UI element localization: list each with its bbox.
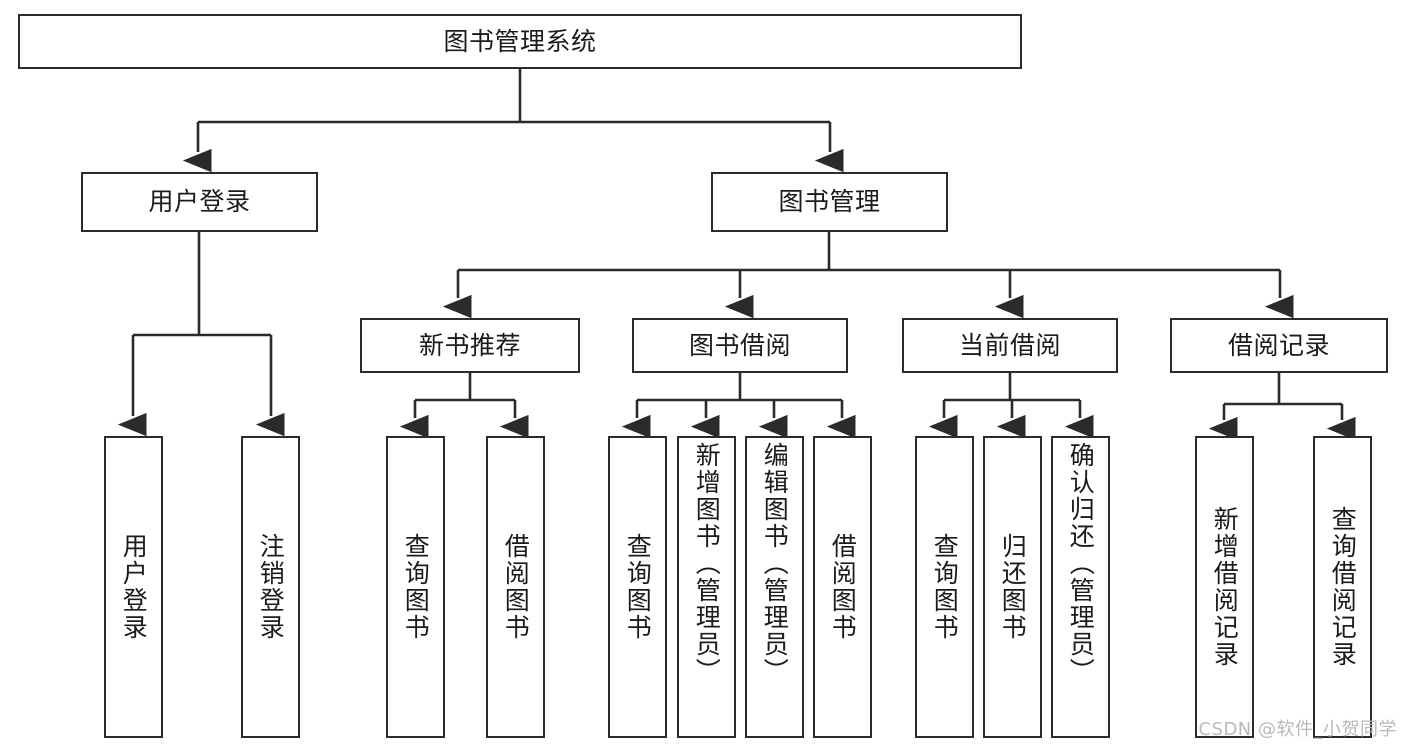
node-label-book-management: 图书管理 — [778, 187, 881, 217]
node-root[interactable]: 图书管理系统 — [18, 14, 1022, 69]
node-label-book-borrow: 图书借阅 — [688, 330, 791, 360]
node-borrow-records[interactable]: 借阅记录 — [1170, 318, 1388, 373]
node-label-root: 图书管理系统 — [443, 26, 597, 56]
node-user-login[interactable]: 用户登录 — [81, 172, 318, 232]
node-label-leaf-add-book: 新增图书（管理员） — [692, 442, 722, 685]
node-leaf-query-book-recommend[interactable]: 查询图书 — [386, 436, 445, 738]
node-label-leaf-return-book: 归还图书 — [998, 533, 1028, 641]
node-label-leaf-query-book-current: 查询图书 — [930, 533, 960, 641]
node-leaf-add-borrow-record[interactable]: 新增借阅记录 — [1195, 436, 1254, 738]
node-new-book-recommend[interactable]: 新书推荐 — [360, 318, 580, 373]
node-leaf-user-login[interactable]: 用户登录 — [104, 436, 163, 738]
node-leaf-query-book-borrow[interactable]: 查询图书 — [608, 436, 667, 738]
node-label-user-login: 用户登录 — [148, 187, 251, 217]
node-leaf-query-borrow-record[interactable]: 查询借阅记录 — [1313, 436, 1372, 738]
node-label-leaf-add-borrow-record: 新增借阅记录 — [1210, 506, 1240, 668]
node-label-leaf-user-login: 用户登录 — [119, 533, 149, 641]
node-label-borrow-records: 借阅记录 — [1227, 330, 1330, 360]
node-leaf-add-book[interactable]: 新增图书（管理员） — [677, 436, 736, 738]
node-label-current-borrow: 当前借阅 — [958, 330, 1061, 360]
node-label-leaf-confirm-return: 确认归还（管理员） — [1066, 442, 1096, 685]
node-leaf-confirm-return[interactable]: 确认归还（管理员） — [1051, 436, 1110, 738]
node-leaf-edit-book[interactable]: 编辑图书（管理员） — [745, 436, 804, 738]
node-leaf-return-book[interactable]: 归还图书 — [983, 436, 1042, 738]
node-label-new-book-recommend: 新书推荐 — [418, 330, 521, 360]
node-leaf-logout-login[interactable]: 注销登录 — [241, 436, 300, 738]
node-current-borrow[interactable]: 当前借阅 — [902, 318, 1118, 373]
node-book-borrow[interactable]: 图书借阅 — [632, 318, 848, 373]
node-label-leaf-query-book-recommend: 查询图书 — [401, 533, 431, 641]
node-label-leaf-query-book-borrow: 查询图书 — [623, 533, 653, 641]
node-leaf-query-book-current[interactable]: 查询图书 — [915, 436, 974, 738]
node-book-management[interactable]: 图书管理 — [711, 172, 948, 232]
node-label-leaf-query-borrow-record: 查询借阅记录 — [1328, 506, 1358, 668]
node-label-leaf-edit-book: 编辑图书（管理员） — [760, 442, 790, 685]
node-label-leaf-borrow-book-recommend: 借阅图书 — [501, 533, 531, 641]
node-leaf-borrow-book[interactable]: 借阅图书 — [813, 436, 872, 738]
node-leaf-borrow-book-recommend[interactable]: 借阅图书 — [486, 436, 545, 738]
node-label-leaf-logout-login: 注销登录 — [256, 533, 286, 641]
node-label-leaf-borrow-book: 借阅图书 — [828, 533, 858, 641]
